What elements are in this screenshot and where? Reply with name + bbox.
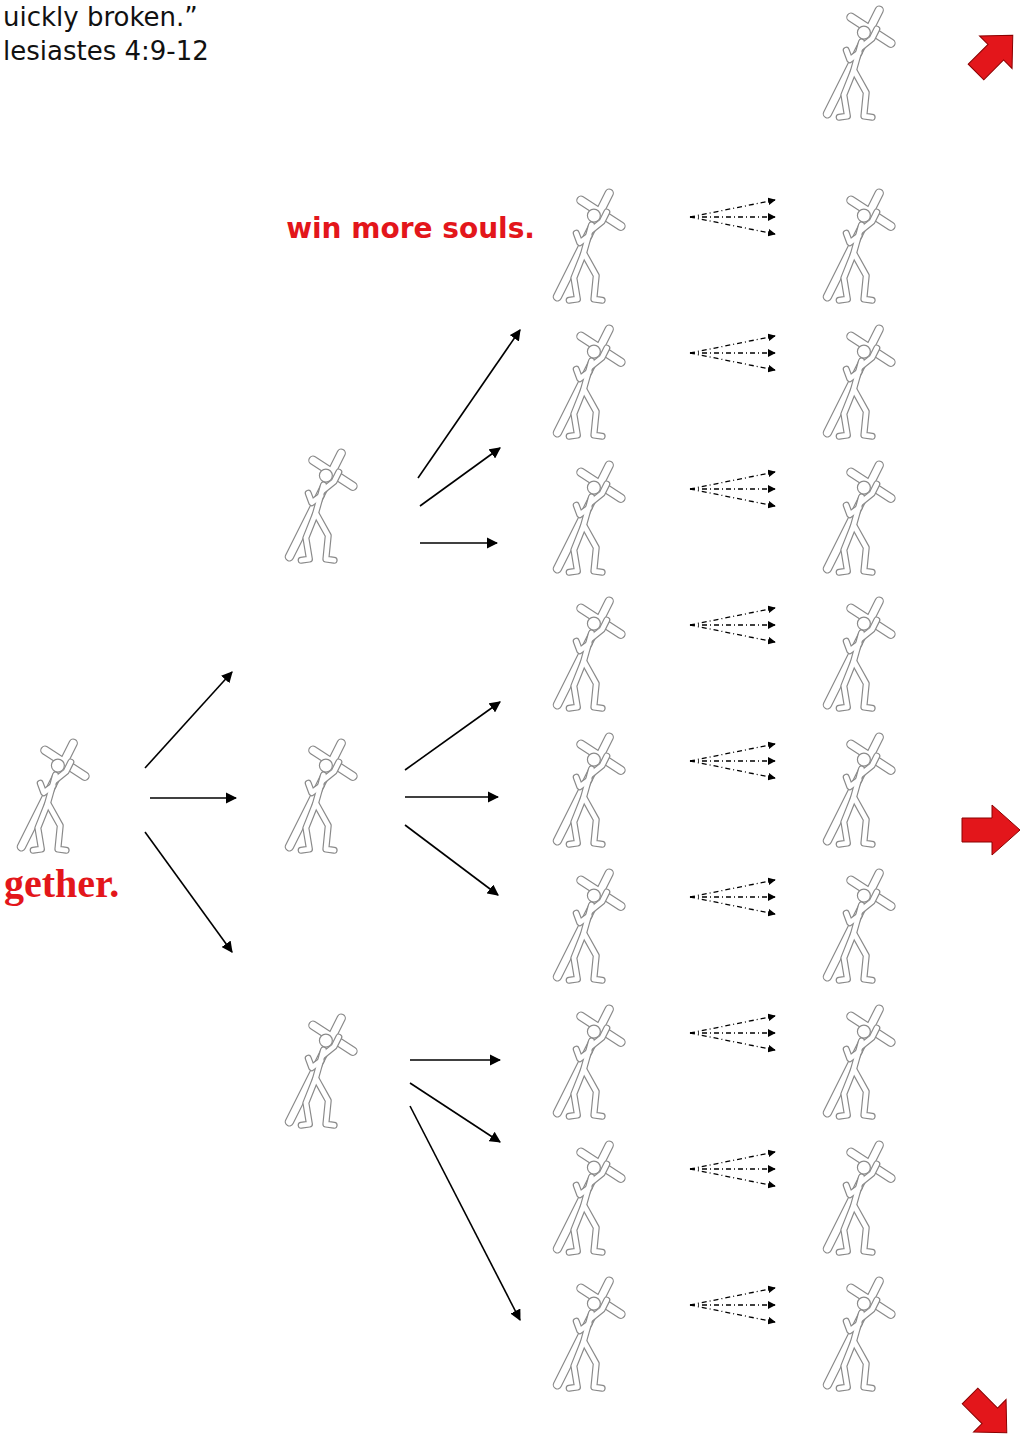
dotted-arrow xyxy=(690,897,775,914)
dotted-arrow xyxy=(690,625,775,642)
dotted-arrow xyxy=(690,336,775,353)
slogan-text: win more souls. xyxy=(286,212,535,245)
verse-quote: uickly broken.” xyxy=(3,2,198,32)
dotted-arrow xyxy=(690,1304,775,1305)
dotted-arrow xyxy=(690,200,775,217)
dotted-arrow xyxy=(690,1288,775,1305)
dotted-arrow xyxy=(690,744,775,761)
verse-reference: lesiastes 4:9-12 xyxy=(3,36,209,66)
dotted-arrow xyxy=(690,1305,775,1322)
dotted-arrow xyxy=(690,1033,775,1050)
dotted-arrow xyxy=(690,488,775,489)
dotted-arrow xyxy=(690,896,775,897)
red-block-arrows xyxy=(954,19,1023,1447)
dotted-arrow xyxy=(690,472,775,489)
dotted-arrow xyxy=(690,1016,775,1033)
dotted-arrow xyxy=(690,1032,775,1033)
dotted-arrow xyxy=(690,608,775,625)
slogan-text: gether. xyxy=(4,860,119,907)
dotted-arrow xyxy=(690,1152,775,1169)
dotted-arrow xyxy=(690,1169,775,1186)
dotted-arrow xyxy=(690,489,775,506)
dotted-arrow xyxy=(690,1168,775,1169)
dotted-arrow xyxy=(690,760,775,761)
solid-arrows xyxy=(145,330,520,1320)
dotted-arrow xyxy=(690,624,775,625)
dotted-arrow xyxy=(690,353,775,370)
cross-bearer-figures xyxy=(21,10,891,1388)
dotted-arrow xyxy=(690,217,775,234)
dotted-arrow xyxy=(690,761,775,778)
dotted-arrow xyxy=(690,880,775,897)
dotted-arrow xyxy=(690,352,775,353)
dotted-arrow xyxy=(690,216,775,217)
dotted-arrows xyxy=(690,200,775,1322)
